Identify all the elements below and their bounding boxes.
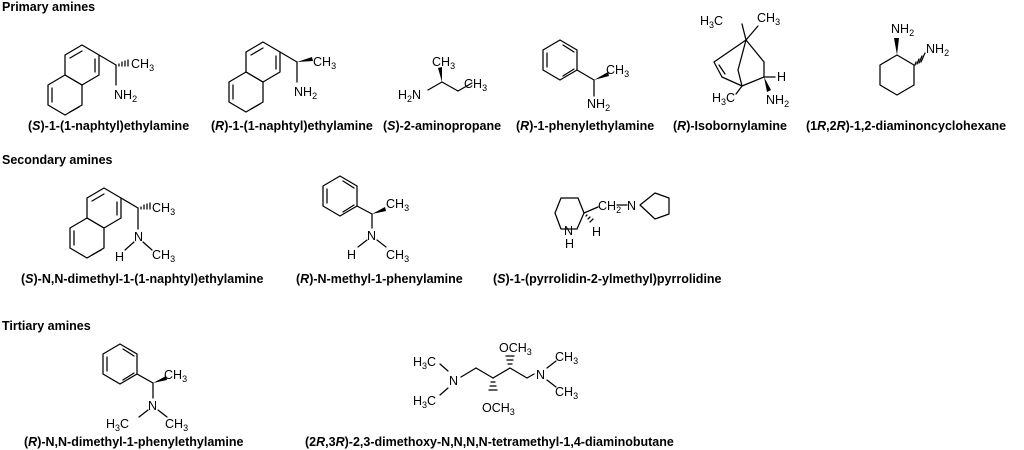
atom-label-nh2: NH2 xyxy=(114,88,137,104)
atom-label-n-ring2: N xyxy=(627,199,636,213)
caption-r-phenylethylamine: (R)-1-phenylethylamine xyxy=(516,119,654,133)
caption-rr-dimethoxytetramethyldiaminobutane: (2R,3R)-2,3-dimethoxy-N,N,N,N-tetramethy… xyxy=(305,435,674,449)
atom-label-ch2: CH2 xyxy=(598,199,621,215)
atom-label-ch3-right: CH3 xyxy=(464,77,487,93)
structure-rr-diaminocyclohexane: NH2 NH2 xyxy=(879,22,949,96)
caption-rr-diaminocyclohexane: (1R,2R)-1,2-diaminoncyclohexane xyxy=(806,119,1006,133)
structure-r-phenylethylamine: CH3 NH2 xyxy=(542,39,629,113)
caption-s-pyrrolidinylmethylpyrrolidine: (S)-1-(pyrrolidin-2-ylmethyl)pyrrolidine xyxy=(493,272,722,286)
atom-label-nh2-top: NH2 xyxy=(891,22,914,38)
hashed-wedge-bond-top xyxy=(505,355,515,365)
atom-label-nh2: NH2 xyxy=(766,93,789,109)
solid-wedge-bond xyxy=(764,77,771,92)
atom-label-n: N xyxy=(134,230,143,244)
atom-label-ch3-top: CH3 xyxy=(432,55,455,71)
atom-label-ch3: CH3 xyxy=(606,63,629,79)
section-heading-primary: Primary amines xyxy=(2,0,95,14)
atom-label-h2n: H2N xyxy=(398,88,421,104)
atom-label-h3c-lower: H3C xyxy=(413,394,436,410)
structure-s-aminopropane: CH3 CH3 H2N xyxy=(398,55,487,104)
atom-label-ch3-upper: CH3 xyxy=(555,350,578,366)
atom-label-ch3-n: CH3 xyxy=(165,417,188,433)
atom-label-ch3: CH3 xyxy=(152,201,175,217)
atom-label-ch3-n: CH3 xyxy=(386,248,409,264)
hashed-wedge-bond xyxy=(585,214,594,223)
caption-s-dimethylnaphtylethylamine: (S)-N,N-dimethyl-1-(1-naphtyl)ethylamine xyxy=(21,272,263,286)
solid-wedge-bond xyxy=(297,57,313,62)
structure-r-naphtylethylamine: CH3 NH2 xyxy=(228,41,336,113)
solid-wedge-bond xyxy=(594,72,609,80)
solid-wedge-bond xyxy=(438,67,442,82)
structure-s-naphtylethylamine: CH3 NH2 xyxy=(47,44,154,116)
atom-label-ch3-n: CH3 xyxy=(152,248,175,264)
atom-label-ch3: CH3 xyxy=(386,197,409,213)
section-heading-secondary: Secondary amines xyxy=(2,153,113,167)
structure-r-methylphenylamine: CH3 N H CH3 xyxy=(322,175,409,264)
caption-s-naphtylethylamine: (S)-1-(1-naphtyl)ethylamine xyxy=(28,119,189,133)
atom-label-h-stereo: H xyxy=(592,225,601,239)
atom-label-n: N xyxy=(367,229,376,243)
atom-label-n-left: N xyxy=(449,374,458,388)
solid-wedge-bond xyxy=(153,376,167,383)
atom-label-ch3-top: CH3 xyxy=(757,11,780,27)
atom-label-h3c-top: H3C xyxy=(700,14,723,30)
hashed-wedge-bond-bottom xyxy=(488,381,498,391)
section-heading-tertiary: Tirtiary amines xyxy=(2,319,91,333)
structure-r-dimethylphenylethylamine: CH3 N H3C CH3 xyxy=(102,343,188,433)
caption-r-naphtylethylamine: (R)-1-(1-naphtyl)ethylamine xyxy=(211,119,373,133)
atom-label-och3-top: OCH3 xyxy=(499,341,532,357)
hashed-wedge-bond xyxy=(118,59,129,67)
atom-label-nh2: NH2 xyxy=(587,97,610,113)
atom-label-h3c-bottom: H3C xyxy=(712,91,735,107)
atom-label-n-right: N xyxy=(536,368,545,382)
atom-label-h3c-upper: H3C xyxy=(413,355,436,371)
atom-label-ch3-lower: CH3 xyxy=(555,385,578,401)
atom-label-h: H xyxy=(115,250,124,264)
hashed-wedge-bond xyxy=(140,202,151,210)
atom-label-nh2: NH2 xyxy=(294,85,317,101)
atom-label-n-ring: N xyxy=(564,224,573,238)
atom-label-och3-bottom: OCH3 xyxy=(482,401,515,417)
solid-wedge-bond xyxy=(372,207,386,214)
atom-label-h3c: H3C xyxy=(106,417,129,433)
atom-label-h: H xyxy=(777,70,786,84)
atom-label-ch3: CH3 xyxy=(313,55,336,71)
atom-label-nh2-right: NH2 xyxy=(926,42,949,58)
atom-label-ch3: CH3 xyxy=(131,57,154,73)
structure-s-dimethylnaphtylethylamine: CH3 N H CH3 xyxy=(69,187,175,264)
structure-rr-dimethoxytetramethyldiaminobutane: OCH3 OCH3 N H3C H3C N CH3 CH3 xyxy=(413,341,578,417)
structure-r-isobornylamine: H3C CH3 H3C H NH2 xyxy=(700,11,789,109)
caption-r-isobornylamine: (R)-Isobornylamine xyxy=(673,119,787,133)
caption-r-dimethylphenylethylamine: (R)-N,N-dimethyl-1-phenylethylamine xyxy=(24,435,244,449)
caption-s-aminopropane: (S)-2-aminopropane xyxy=(383,119,501,133)
hashed-wedge-bond xyxy=(914,52,926,66)
structure-s-pyrrolidinylmethylpyrrolidine: N H CH2 H N xyxy=(554,192,670,251)
caption-r-methylphenylamine: (R)-N-methyl-1-phenylamine xyxy=(296,272,463,286)
atom-label-h-nh: H xyxy=(565,237,574,251)
atom-label-h: H xyxy=(347,248,356,262)
atom-label-ch3: CH3 xyxy=(164,368,187,384)
atom-label-n: N xyxy=(148,399,157,413)
solid-wedge-bond xyxy=(894,38,899,55)
